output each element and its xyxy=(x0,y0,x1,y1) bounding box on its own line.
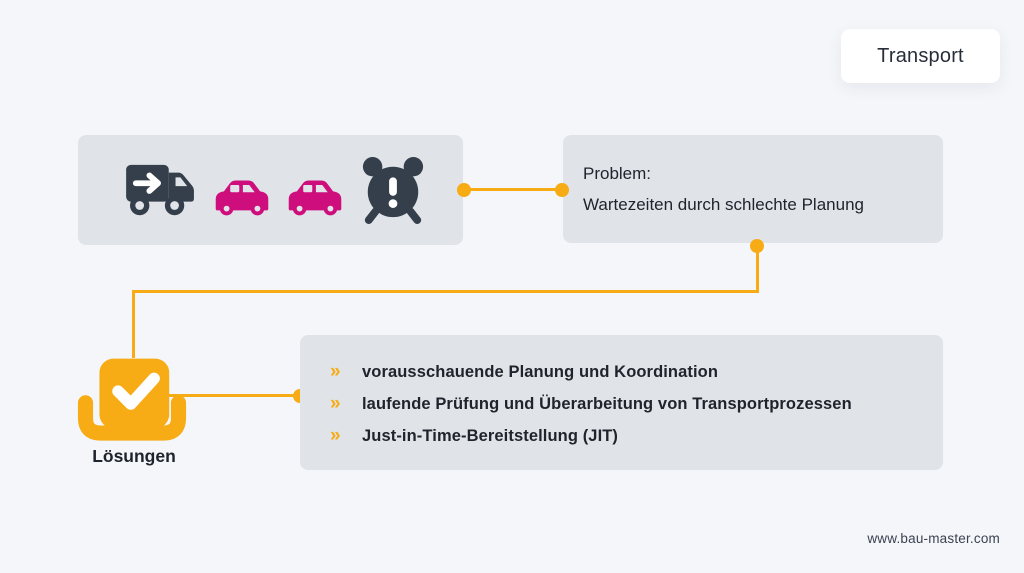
solution-item-label: Just-in-Time-Bereitstellung (JIT) xyxy=(362,426,619,445)
solution-item: » vorausschauende Planung und Koordinati… xyxy=(330,356,943,388)
connector-down-to-icon xyxy=(132,290,135,358)
ballot-check-icon xyxy=(76,354,188,452)
alarm-clock-icon xyxy=(360,154,426,226)
solution-item-label: laufende Prüfung und Überarbeitung von T… xyxy=(362,394,852,413)
transport-tag-label: Transport xyxy=(877,44,964,67)
car-icon xyxy=(213,174,271,216)
connector-icon-solutions xyxy=(168,394,300,397)
problem-title: Problem: xyxy=(583,164,652,183)
solutions-card: » vorausschauende Planung und Koordinati… xyxy=(300,335,943,470)
solution-item-label: vorausschauende Planung und Koordination xyxy=(362,362,719,381)
chevron-bullet-icon: » xyxy=(330,392,341,414)
delivery-truck-icon xyxy=(124,159,198,221)
solution-item: » laufende Prüfung und Überarbeitung von… xyxy=(330,388,943,420)
connector-icons-problem xyxy=(463,188,563,191)
car-icon xyxy=(286,174,344,216)
connector-problem-down xyxy=(756,245,759,292)
chevron-bullet-icon: » xyxy=(330,360,341,382)
footer-url: www.bau-master.com xyxy=(867,531,1000,546)
problem-card: Problem: Wartezeiten durch schlechte Pla… xyxy=(563,135,943,243)
icons-card xyxy=(78,135,463,245)
solutions-label: Lösungen xyxy=(92,446,176,466)
solution-item: » Just-in-Time-Bereitstellung (JIT) xyxy=(330,420,943,452)
chevron-bullet-icon: » xyxy=(330,424,341,446)
connector-dot xyxy=(555,183,569,197)
problem-description: Wartezeiten durch schlechte Planung xyxy=(583,195,864,214)
connector-dot xyxy=(457,183,471,197)
connector-horizontal xyxy=(132,290,759,293)
transport-tag: Transport xyxy=(841,29,1000,83)
